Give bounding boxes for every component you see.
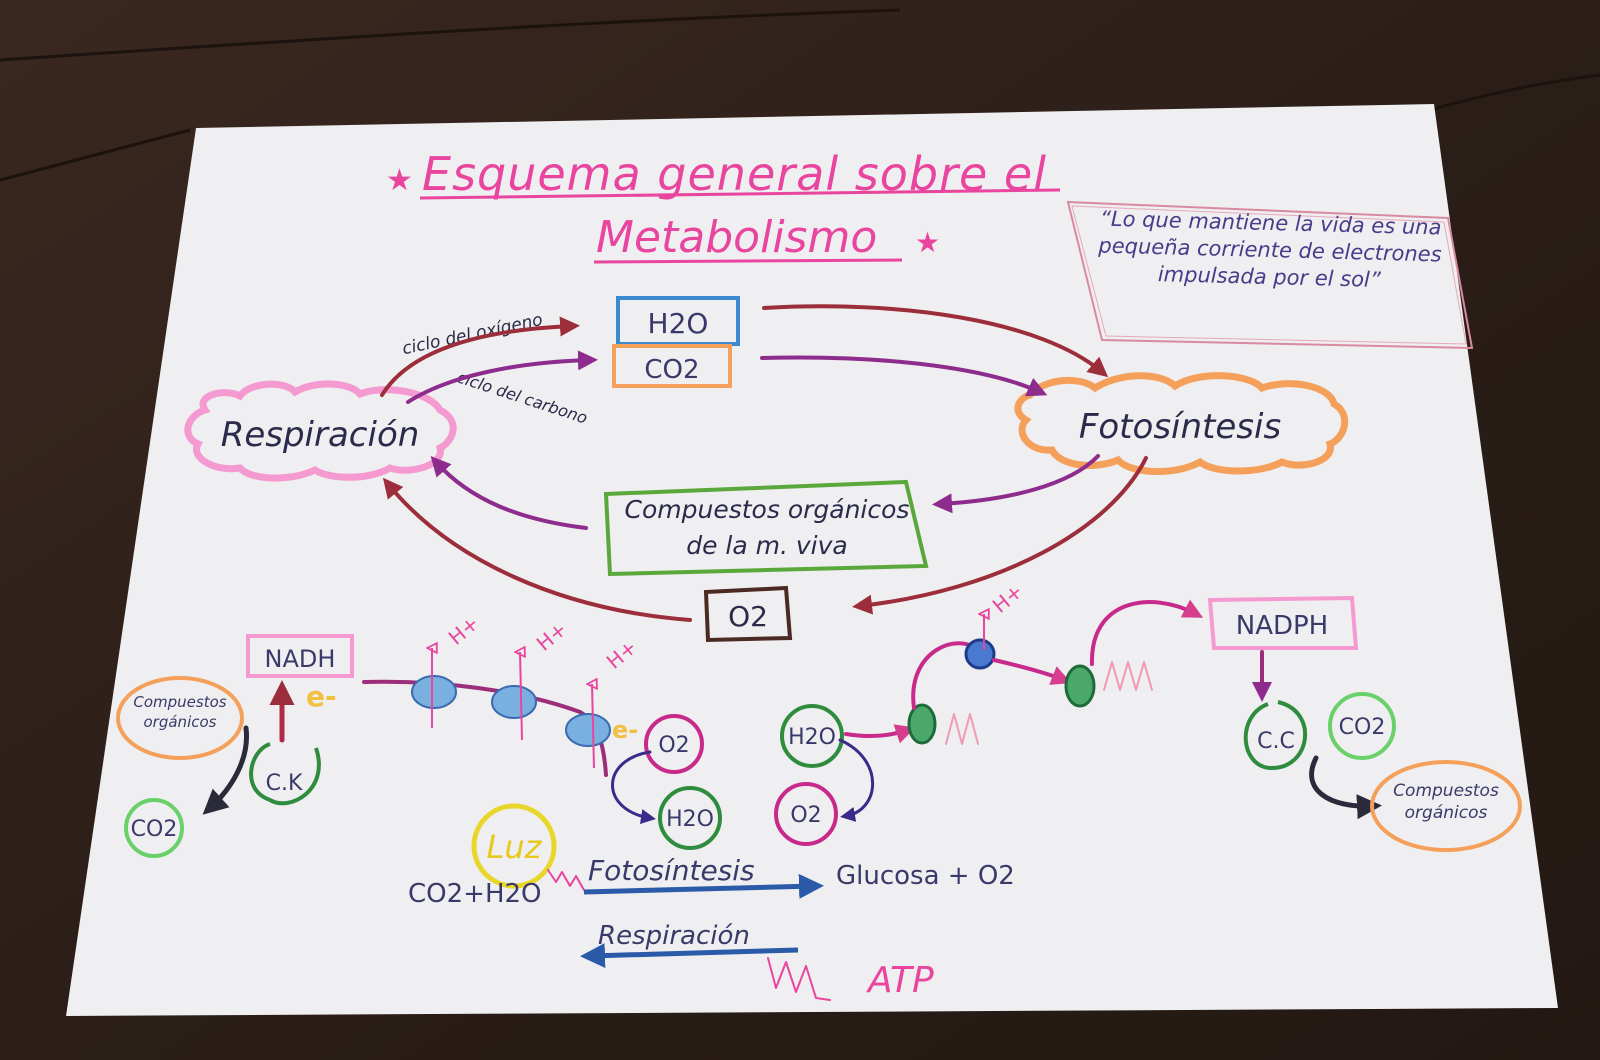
h2o-photo-label: H2O: [788, 725, 836, 750]
h2o-bubble-resp: H2O: [658, 786, 722, 850]
o2-bubble-photo: O2: [774, 782, 838, 846]
organic-compounds-wrap: Compuestos orgánicos de la m. viva: [624, 495, 910, 560]
light-zigzag: [547, 869, 585, 891]
o2-photo-label: O2: [790, 803, 821, 828]
proton-arrow-3: [592, 684, 594, 769]
arrow-respiration-to-co2: [406, 350, 598, 404]
arrow-co2-to-photosynthesis: [760, 355, 1048, 397]
photosystem-2: [907, 703, 937, 745]
equation-block: Luz CO2+H2O Fotosíntesis Glucosa + O2 Re…: [408, 803, 1015, 1001]
cytochrome: [964, 638, 996, 670]
respiration-label: Respiración: [221, 415, 420, 455]
electron-label-left: e-: [306, 680, 337, 713]
electron-path-to-nadph: [1089, 599, 1204, 666]
arrow-h2o-to-photosystem-2: [844, 724, 916, 744]
calvin-cycle-circle: C.C: [1243, 700, 1308, 771]
membrane-protein-3: [565, 713, 611, 747]
quote-box: “Lo que mantiene la vida es una pequeña …: [1066, 200, 1474, 350]
photosynthesis-cloud: Fotosíntesis: [1014, 372, 1349, 475]
organic-compounds-label: Compuestos orgánicos de la m. viva: [624, 495, 910, 560]
respiration-cloud: Respiración: [184, 380, 457, 482]
arrow-organic-to-respiration: [430, 456, 588, 530]
h2o-bubble-photo: H2O: [780, 704, 844, 768]
title-block: ★ Esquema general sobre el Metabolismo ★: [386, 147, 1061, 264]
photosynthesis-chain: H2O O2 H+ NADPH C.C CO2: [774, 579, 1522, 852]
arrow-respiration-to-h2o: [380, 316, 580, 397]
title-star-right: ★: [915, 226, 940, 259]
krebs-label: C.K: [266, 771, 303, 796]
photosynthesis-label: Fotosíntesis: [1079, 407, 1281, 447]
light-label: Luz: [487, 828, 543, 866]
h2o-resp-label: H2O: [666, 807, 714, 832]
electron-label-right: e-: [612, 716, 638, 744]
membrane-protein-1: [411, 675, 457, 709]
title-star-left: ★: [386, 163, 413, 198]
quote-text: “Lo que mantiene la vida es una pequeña …: [1098, 210, 1442, 292]
calvin-label: C.C: [1257, 729, 1295, 754]
krebs-cycle-circle: C.K: [249, 742, 321, 806]
title-line-2: Metabolismo: [596, 212, 877, 263]
h2o-box-label: H2O: [648, 307, 709, 340]
arrow-h2o-to-photosynthesis: [762, 304, 1109, 378]
arrow-o2-to-respiration: [382, 477, 692, 622]
photosystem-1: [1064, 664, 1096, 708]
light-zigzag-ps1: [1103, 661, 1153, 691]
membrane-protein-2: [491, 685, 537, 719]
o2-box: O2: [703, 585, 793, 643]
paper-sheet: [66, 104, 1558, 1016]
nadh-label: NADH: [265, 645, 336, 673]
arrow-photosynthesis-to-organic: [932, 454, 1100, 514]
quote-text-wrap: “Lo que mantiene la vida es una pequeña …: [1098, 210, 1442, 292]
electron-path-to-ps1: [992, 658, 1072, 685]
proton-arrow-2: [520, 652, 522, 741]
co2-box-label: CO2: [644, 355, 699, 385]
photosynthesis-arrow-label: Fotosíntesis: [588, 854, 755, 887]
arrow-h2o-to-o2-photo: [838, 738, 875, 822]
organic-compounds-bubble-left: Compuestos orgánicos: [116, 676, 244, 760]
co2-bubble-right: CO2: [1328, 692, 1396, 760]
co2-right-label: CO2: [1339, 715, 1386, 740]
reactants-label: CO2+H2O: [408, 879, 542, 909]
nadph-label: NADPH: [1236, 611, 1329, 641]
wood-grain: [0, 8, 1600, 182]
light-circle: Luz: [471, 803, 557, 889]
atp-label: ATP: [866, 960, 934, 1001]
organic-right-wrap: Compuestos orgánicos: [1393, 781, 1499, 823]
o2-box-label: O2: [728, 600, 768, 633]
co2-left-label: CO2: [131, 817, 178, 842]
forward-arrow: [583, 873, 824, 899]
respiration-arrow-label: Respiración: [598, 921, 750, 951]
organic-right-label: Compuestos orgánicos: [1393, 781, 1499, 823]
backward-arrow: [580, 943, 799, 969]
arrow-photosynthesis-to-o2: [852, 456, 1148, 615]
organic-left-wrap: Compuestos orgánicos: [133, 693, 227, 731]
arrow-organic-to-co2: [202, 725, 250, 815]
organic-left-label: Compuestos orgánicos: [133, 693, 227, 731]
arrow-calvin-to-organic: [1309, 755, 1382, 820]
co2-bubble-left: CO2: [124, 798, 184, 858]
nadph-box: NADPH: [1207, 595, 1359, 650]
o2-resp-label: O2: [658, 733, 689, 758]
products-label: Glucosa + O2: [836, 861, 1015, 891]
energy-zigzag: [767, 957, 831, 1001]
light-zigzag-ps2: [945, 713, 979, 745]
nadh-box: NADH: [246, 634, 354, 678]
arrow-o2-to-h2o-resp: [611, 750, 656, 824]
co2-box: CO2: [612, 344, 732, 388]
organic-compounds-bubble-right: Compuestos orgánicos: [1370, 760, 1522, 852]
o2-bubble-resp: O2: [644, 714, 704, 774]
organic-compounds-box: Compuestos orgánicos de la m. viva: [603, 479, 929, 577]
